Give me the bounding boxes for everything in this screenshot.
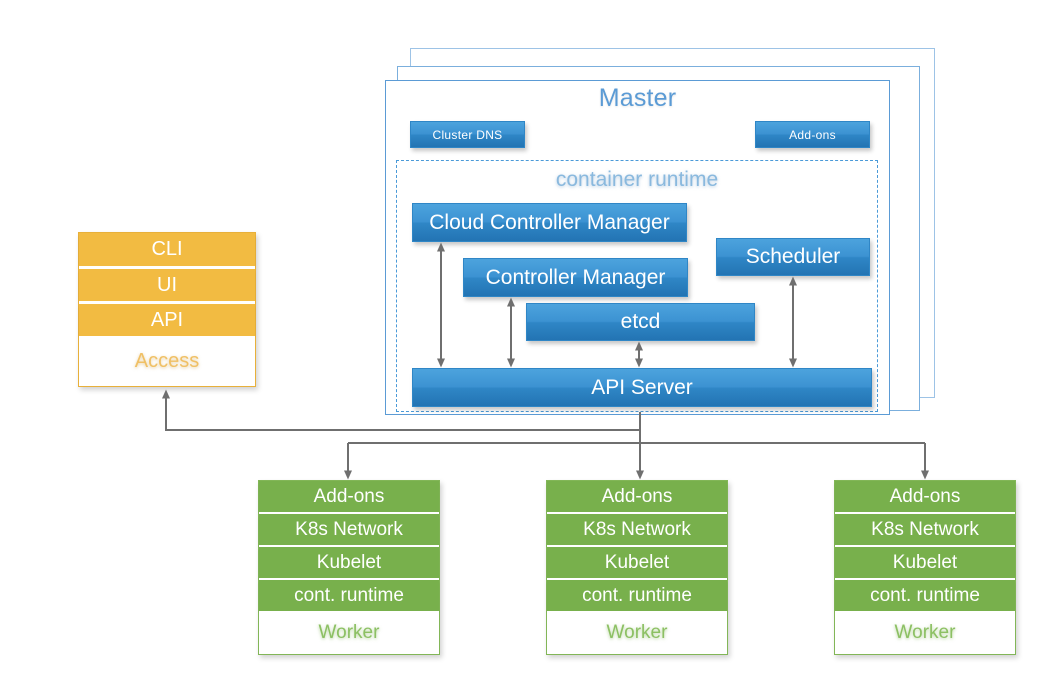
worker-2-divider-1 — [547, 512, 727, 514]
worker-node-3: Add-ons K8s Network Kubelet cont. runtim… — [834, 480, 1016, 655]
worker-3-row-k8s-network[interactable]: K8s Network — [835, 514, 1015, 545]
worker-1-row-kubelet[interactable]: Kubelet — [259, 547, 439, 578]
access-stack: CLI UI API Access — [78, 232, 256, 387]
worker-3-divider-3 — [835, 578, 1015, 580]
worker-3-row-cont-runtime[interactable]: cont. runtime — [835, 580, 1015, 611]
worker-2-row-k8s-network[interactable]: K8s Network — [547, 514, 727, 545]
master-component-add-ons[interactable]: Add-ons — [755, 121, 870, 148]
container-runtime-title: container runtime — [555, 168, 719, 191]
worker-1-footer-label: Worker — [259, 611, 439, 654]
worker-1-divider-3 — [259, 578, 439, 580]
worker-3-row-add-ons[interactable]: Add-ons — [835, 481, 1015, 512]
master-component-cluster-dns[interactable]: Cluster DNS — [410, 121, 525, 148]
access-row-ui[interactable]: UI — [79, 269, 255, 301]
worker-3-divider-2 — [835, 545, 1015, 547]
worker-1-row-cont-runtime[interactable]: cont. runtime — [259, 580, 439, 611]
master-component-cloud-controller-manager[interactable]: Cloud Controller Manager — [412, 203, 687, 242]
master-component-api-server[interactable]: API Server — [412, 368, 872, 407]
worker-2-divider-2 — [547, 545, 727, 547]
worker-2-footer-label: Worker — [547, 611, 727, 654]
master-component-etcd[interactable]: etcd — [526, 303, 755, 341]
worker-2-row-kubelet[interactable]: Kubelet — [547, 547, 727, 578]
master-title: Master — [598, 84, 677, 112]
worker-2-row-cont-runtime[interactable]: cont. runtime — [547, 580, 727, 611]
worker-2-divider-3 — [547, 578, 727, 580]
worker-1-row-k8s-network[interactable]: K8s Network — [259, 514, 439, 545]
worker-1-divider-2 — [259, 545, 439, 547]
master-component-scheduler[interactable]: Scheduler — [716, 238, 870, 276]
worker-node-1: Add-ons K8s Network Kubelet cont. runtim… — [258, 480, 440, 655]
access-divider-1 — [79, 266, 255, 269]
worker-3-row-kubelet[interactable]: Kubelet — [835, 547, 1015, 578]
access-row-api[interactable]: API — [79, 304, 255, 336]
worker-1-row-add-ons[interactable]: Add-ons — [259, 481, 439, 512]
access-divider-2 — [79, 301, 255, 304]
access-footer-label: Access — [79, 336, 255, 386]
access-row-cli[interactable]: CLI — [79, 233, 255, 266]
worker-1-divider-1 — [259, 512, 439, 514]
worker-node-2: Add-ons K8s Network Kubelet cont. runtim… — [546, 480, 728, 655]
master-component-controller-manager[interactable]: Controller Manager — [463, 258, 688, 297]
worker-2-row-add-ons[interactable]: Add-ons — [547, 481, 727, 512]
worker-3-divider-1 — [835, 512, 1015, 514]
worker-3-footer-label: Worker — [835, 611, 1015, 654]
